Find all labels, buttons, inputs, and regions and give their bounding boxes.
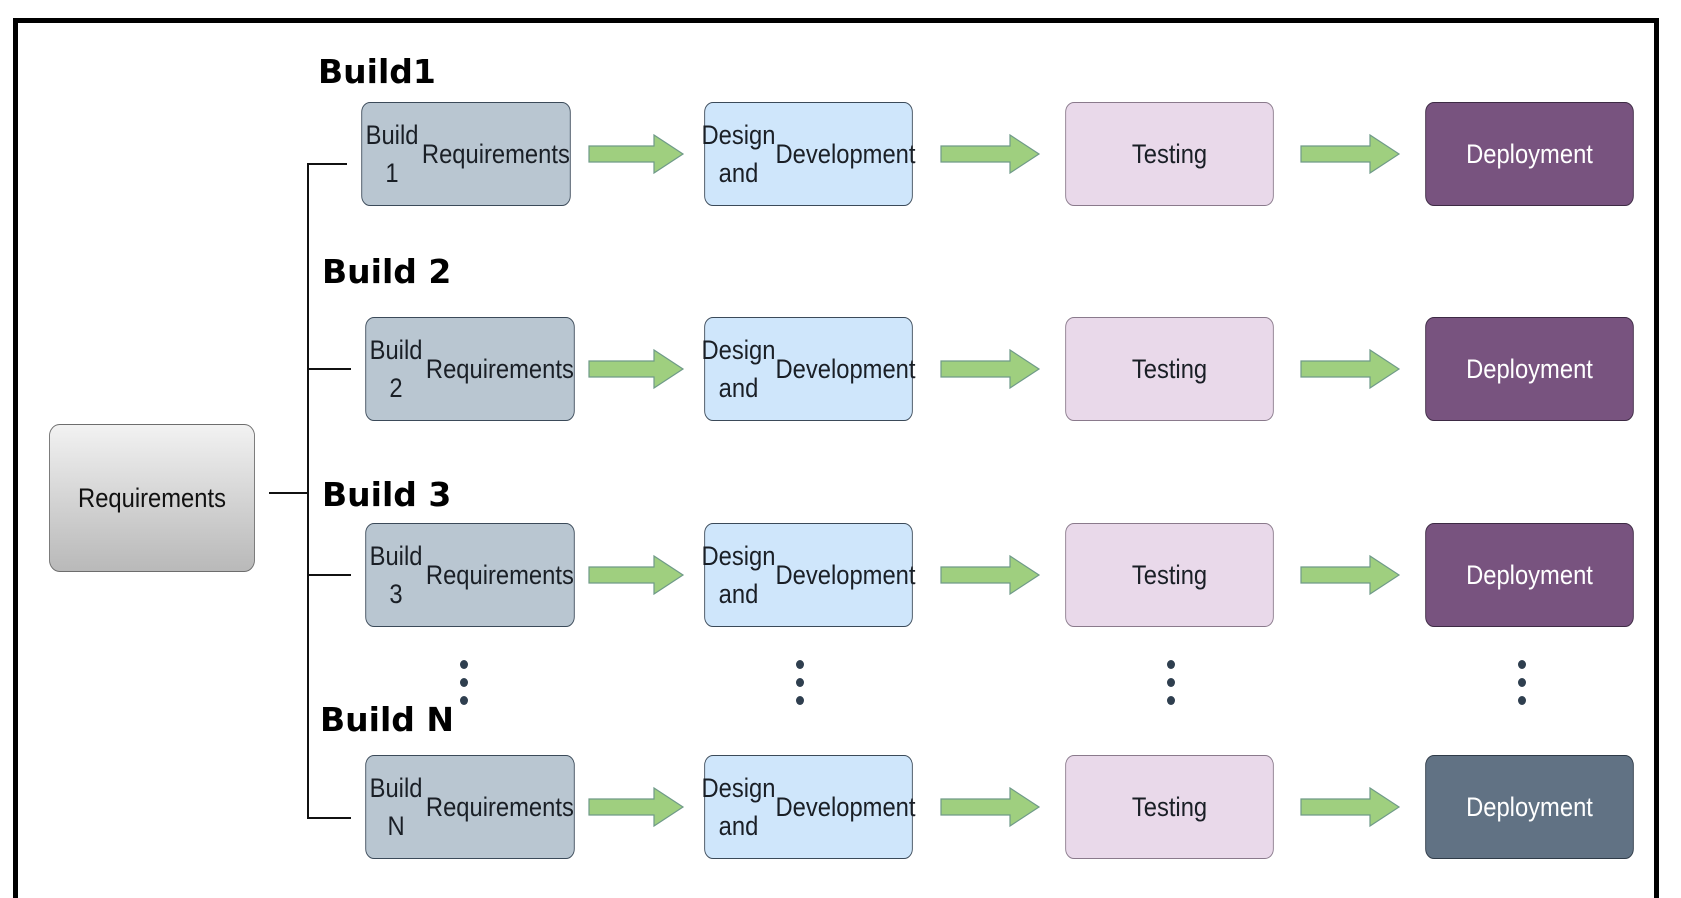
- requirements-line-1: Build 1: [365, 120, 419, 188]
- arrow-shape: [588, 554, 685, 596]
- arrow-right-icon: [588, 348, 685, 390]
- requirements-line-1: Build N: [369, 773, 423, 841]
- requirements-line-1: Build 3: [369, 541, 423, 609]
- design-line-2: Development: [775, 354, 916, 384]
- build-row-3-label: Build 3: [322, 475, 452, 514]
- testing-label: Testing: [1131, 560, 1208, 590]
- deployment-label: Deployment: [1466, 792, 1593, 822]
- build-row-4-deployment-box: Deployment: [1425, 755, 1634, 859]
- arrow-right-icon: [1300, 348, 1401, 390]
- vertical-ellipsis-icon: [1167, 660, 1175, 714]
- requirements-line-2: Requirements: [425, 792, 574, 822]
- arrow-shape: [940, 348, 1041, 390]
- requirements-line-2: Requirements: [421, 139, 570, 169]
- ellipsis-dot: [1518, 696, 1526, 705]
- build-row-1-testing-box: Testing: [1065, 102, 1274, 206]
- arrow-shape: [940, 133, 1041, 175]
- design-line-2: Development: [775, 139, 916, 169]
- testing-label: Testing: [1131, 139, 1208, 169]
- requirements-line-2: Requirements: [425, 354, 574, 384]
- design-line-1: Design and: [701, 335, 776, 403]
- vertical-ellipsis-icon: [1518, 660, 1526, 714]
- build-row-3-deployment-box: Deployment: [1425, 523, 1634, 627]
- arrow-shape: [1300, 348, 1401, 390]
- ellipsis-dot: [1167, 696, 1175, 705]
- arrow-shape: [588, 133, 685, 175]
- arrow-shape: [588, 786, 685, 828]
- build-row-4-label: Build N: [320, 700, 454, 739]
- arrow-shape: [1300, 554, 1401, 596]
- arrow-right-icon: [588, 786, 685, 828]
- arrow-right-icon: [1300, 786, 1401, 828]
- build-row-2-deployment-box: Deployment: [1425, 317, 1634, 421]
- arrow-shape: [588, 348, 685, 390]
- diagram-frame: [13, 18, 1659, 898]
- deployment-label: Deployment: [1466, 560, 1593, 590]
- deployment-label: Deployment: [1466, 139, 1593, 169]
- connector-trunk: [307, 163, 309, 819]
- ellipsis-dot: [1167, 678, 1175, 687]
- requirements-root-label: Requirements: [78, 483, 226, 513]
- connector-root: [269, 492, 309, 494]
- build-row-3-connector: [309, 574, 351, 576]
- deployment-label: Deployment: [1466, 354, 1593, 384]
- ellipsis-dot: [796, 660, 804, 669]
- ellipsis-dot: [460, 678, 468, 687]
- arrow-shape: [940, 554, 1041, 596]
- ellipsis-dot: [460, 696, 468, 705]
- arrow-right-icon: [1300, 133, 1401, 175]
- design-line-2: Development: [775, 792, 916, 822]
- arrow-shape: [1300, 786, 1401, 828]
- requirements-root-box: Requirements: [49, 424, 255, 572]
- arrow-right-icon: [940, 133, 1041, 175]
- build-row-1-deployment-box: Deployment: [1425, 102, 1634, 206]
- build-row-2-label: Build 2: [322, 252, 452, 291]
- arrow-right-icon: [940, 348, 1041, 390]
- ellipsis-dot: [460, 660, 468, 669]
- arrow-right-icon: [940, 786, 1041, 828]
- ellipsis-dot: [1167, 660, 1175, 669]
- build-row-3-testing-box: Testing: [1065, 523, 1274, 627]
- ellipsis-dot: [796, 696, 804, 705]
- build-row-1-label: Build1: [318, 52, 436, 91]
- design-line-1: Design and: [701, 120, 776, 188]
- build-row-2-connector: [309, 368, 351, 370]
- build-row-4-connector: [309, 817, 351, 819]
- ellipsis-dot: [1518, 660, 1526, 669]
- ellipsis-dot: [796, 678, 804, 687]
- build-row-4-testing-box: Testing: [1065, 755, 1274, 859]
- arrow-right-icon: [588, 554, 685, 596]
- design-line-2: Development: [775, 560, 916, 590]
- vertical-ellipsis-icon: [460, 660, 468, 714]
- design-line-1: Design and: [701, 541, 776, 609]
- design-line-1: Design and: [701, 773, 776, 841]
- arrow-right-icon: [588, 133, 685, 175]
- arrow-shape: [940, 786, 1041, 828]
- build-row-1-connector: [309, 163, 347, 165]
- requirements-line-1: Build 2: [369, 335, 423, 403]
- requirements-line-2: Requirements: [425, 560, 574, 590]
- arrow-right-icon: [1300, 554, 1401, 596]
- testing-label: Testing: [1131, 354, 1208, 384]
- build-row-2-testing-box: Testing: [1065, 317, 1274, 421]
- vertical-ellipsis-icon: [796, 660, 804, 714]
- arrow-shape: [1300, 133, 1401, 175]
- testing-label: Testing: [1131, 792, 1208, 822]
- arrow-right-icon: [940, 554, 1041, 596]
- ellipsis-dot: [1518, 678, 1526, 687]
